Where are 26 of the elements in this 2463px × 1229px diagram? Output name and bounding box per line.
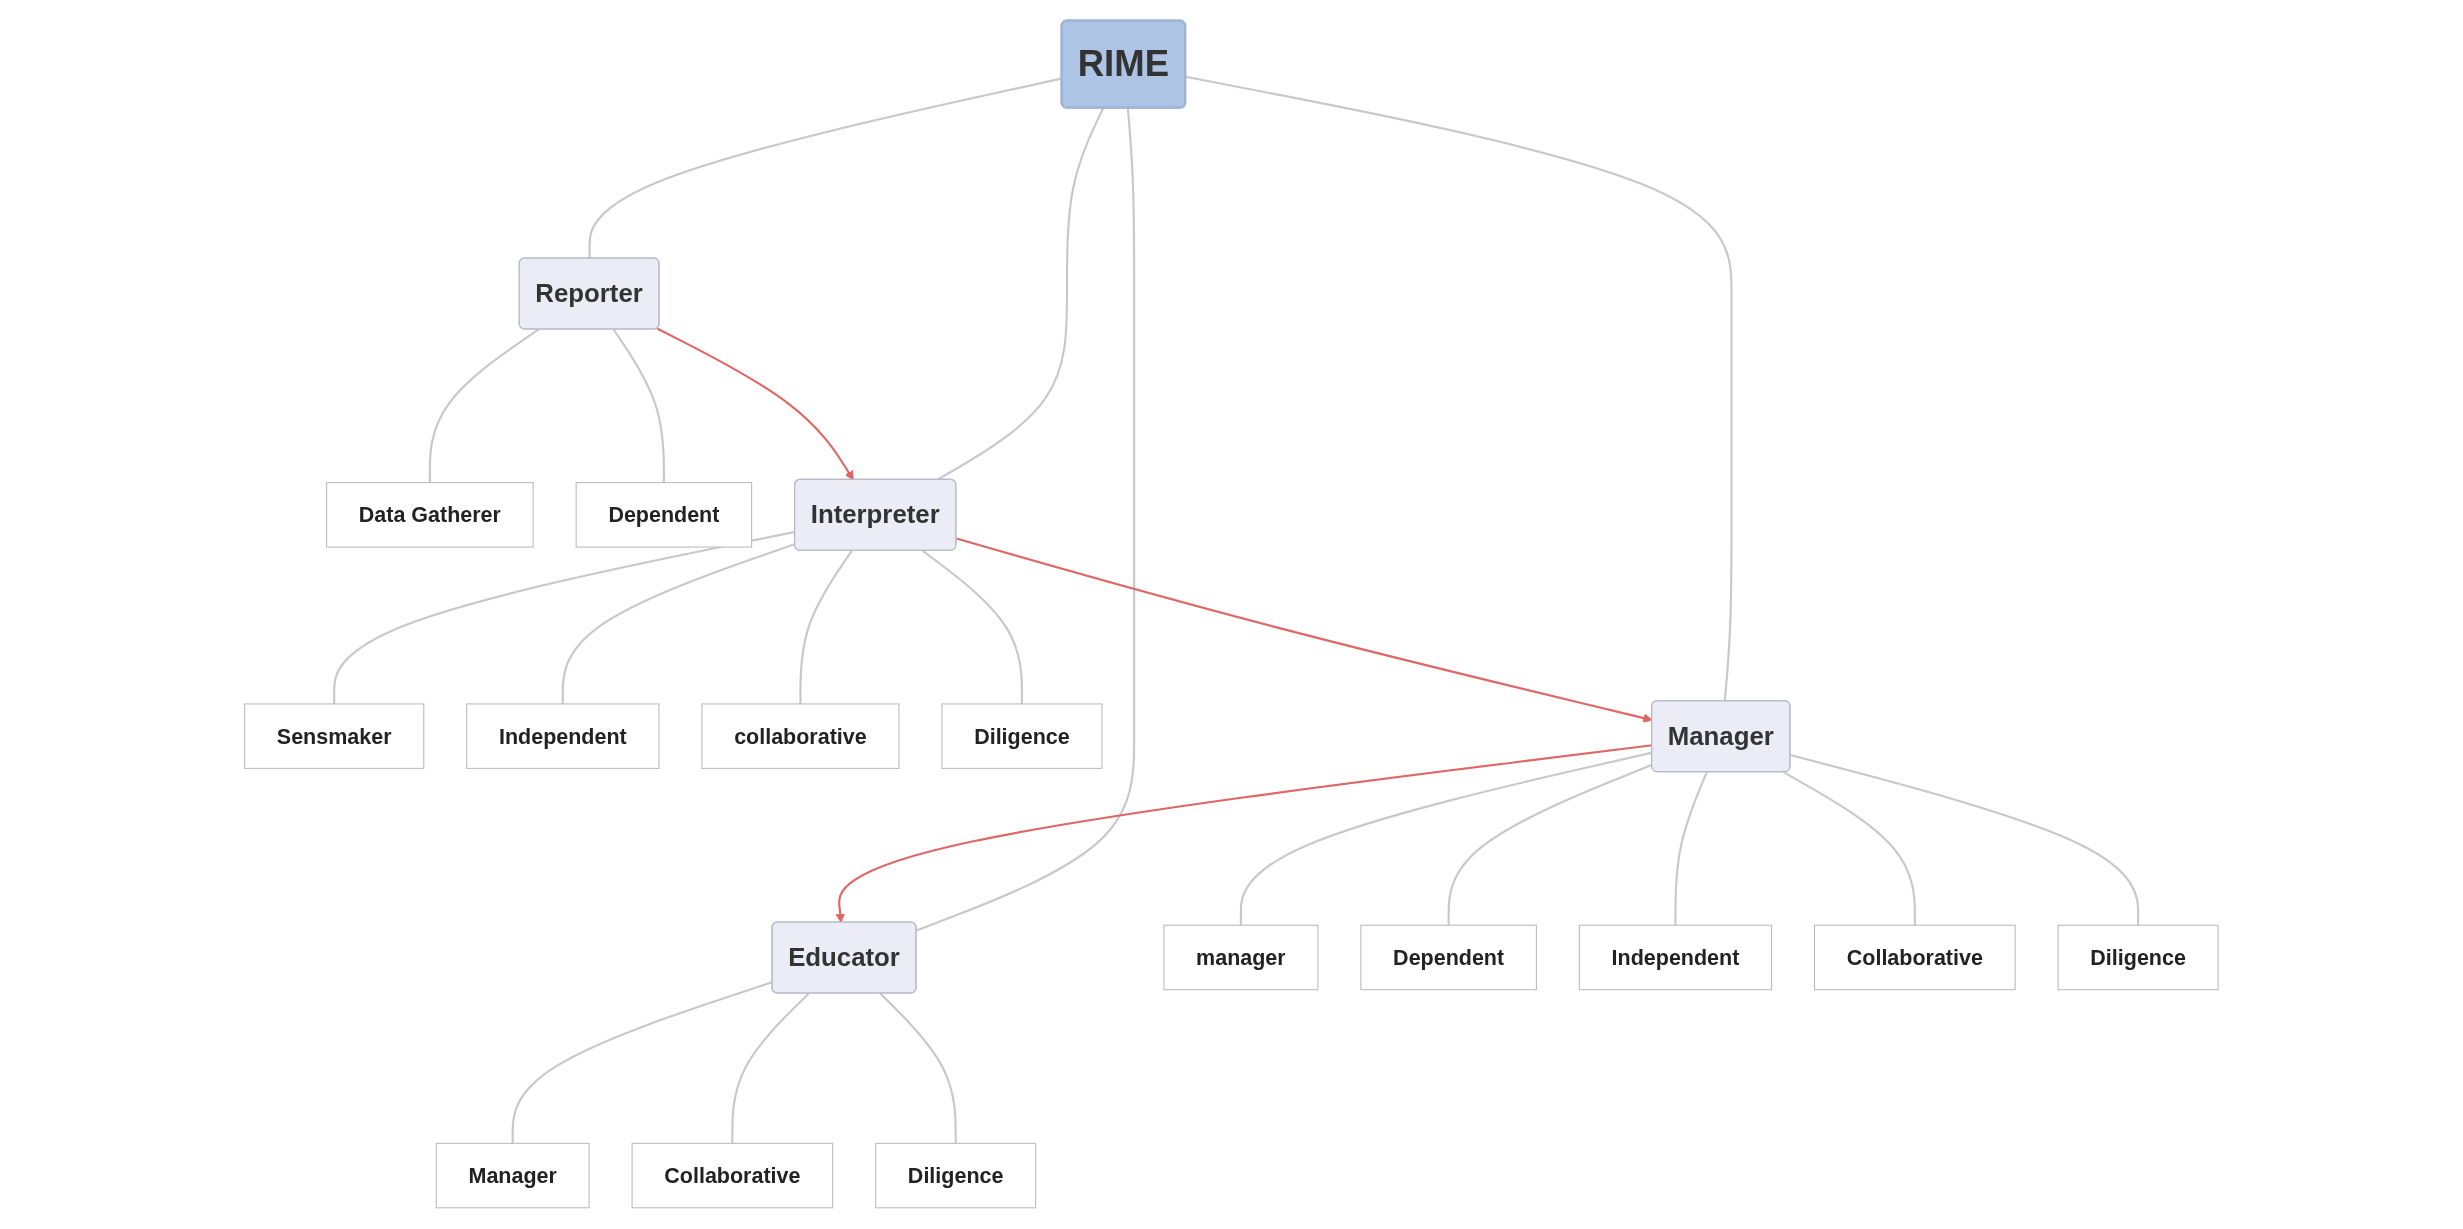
connector <box>731 993 810 1144</box>
connector <box>1185 75 1733 702</box>
node-box: Diligence <box>941 703 1103 770</box>
connector <box>922 550 1024 705</box>
connector <box>879 993 957 1144</box>
connector <box>1674 772 1708 926</box>
node-box: Data Gatherer <box>326 482 534 548</box>
connector <box>1783 771 1917 926</box>
node-box: Collaborative <box>631 1143 834 1209</box>
node-box: Dependent <box>575 482 753 548</box>
node-box: Manager <box>435 1143 590 1209</box>
node-box: Diligence <box>875 1143 1037 1209</box>
node-box: Sensmaker <box>244 703 425 770</box>
node-box: Diligence <box>2057 925 2219 991</box>
connector <box>428 328 540 483</box>
arrow <box>656 327 854 481</box>
node-box: Independent <box>466 703 660 770</box>
connector <box>916 108 1136 932</box>
node-box: Independent <box>1578 925 1773 991</box>
connector <box>799 550 853 705</box>
node-box: manager <box>1163 925 1319 991</box>
connector <box>612 329 666 483</box>
node-box: collaborative <box>701 703 900 770</box>
node-box: Collaborative <box>1814 925 2016 991</box>
node-box: Dependent <box>1360 925 1538 991</box>
connector <box>1790 754 2140 926</box>
